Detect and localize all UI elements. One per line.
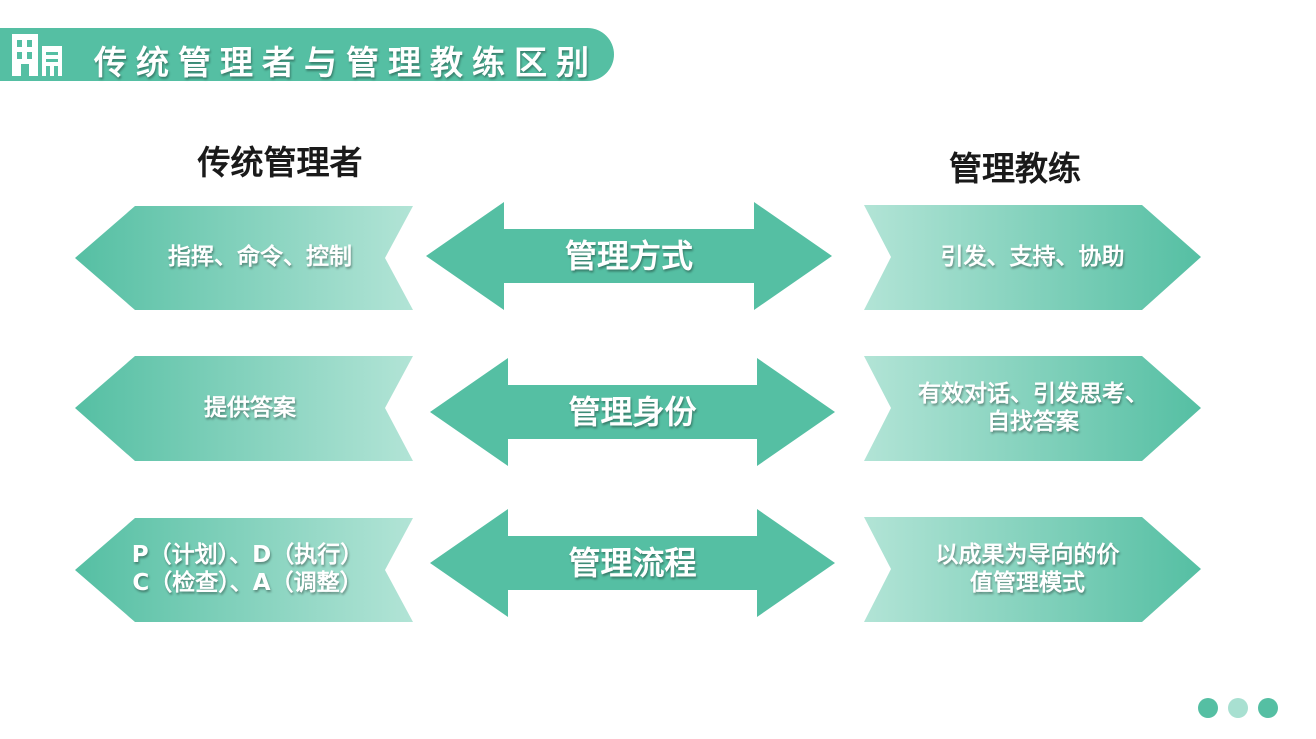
left-text-1: 指挥、命令、控制 (168, 244, 352, 271)
right-text-1: 引发、支持、协助 (940, 243, 1125, 270)
title-banner: 传统管理者与管理教练区别 (0, 28, 614, 82)
left-pentagon-2 (75, 356, 413, 461)
left-text-3: P（计划）、D（执行） C（检查）、A（调整） (131, 542, 364, 596)
left-text-2: 提供答案 (204, 394, 296, 421)
right-text-2: 有效对话、引发思考、 自找答案 (918, 380, 1148, 435)
center-label-1: 管理方式 (564, 236, 693, 275)
left-pentagon-1 (75, 206, 413, 310)
right-column-heading: 管理教练 (949, 149, 1081, 188)
left-column-heading: 传统管理者 (197, 143, 363, 182)
right-chevron-3 (864, 517, 1201, 622)
right-chevron-1 (864, 205, 1201, 310)
page-title: 传统管理者与管理教练区别 (94, 43, 598, 82)
center-label-2: 管理身份 (568, 392, 697, 431)
double-arrow-2 (430, 358, 835, 466)
pagination-dot-2[interactable] (1228, 698, 1248, 718)
double-arrow-1 (426, 202, 832, 310)
pagination-dot-1[interactable] (1198, 698, 1218, 718)
right-text-3: 以成果为导向的价 值管理模式 (935, 541, 1120, 596)
double-arrow-3 (430, 509, 835, 617)
left-pentagon-3 (75, 518, 413, 622)
building-icon (12, 34, 62, 76)
right-chevron-2 (864, 356, 1201, 461)
center-label-3: 管理流程 (568, 543, 697, 582)
pagination-dot-3[interactable] (1258, 698, 1278, 718)
